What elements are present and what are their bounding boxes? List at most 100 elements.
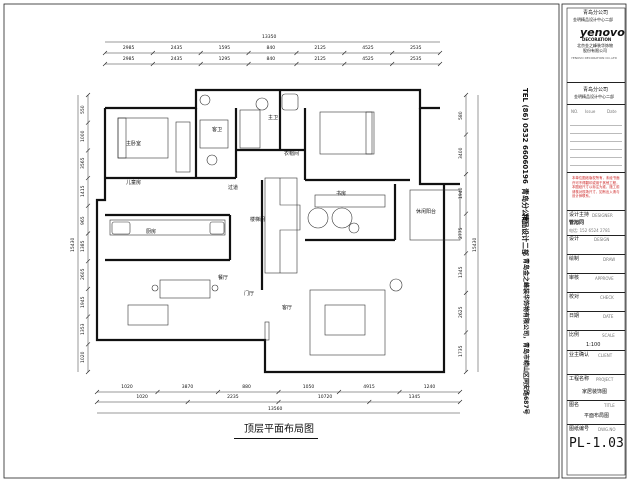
tb-dwg-en: DWG.NO: [598, 427, 616, 432]
room-label-bathroom-a: 客卫: [212, 127, 223, 133]
dimension-tick: [85, 369, 91, 375]
brand-en-line: YENOVO DECORATION CO.,LTD: [571, 56, 617, 60]
dimension-tick: [155, 389, 160, 395]
tb-row-divider: [567, 350, 625, 351]
dim-bottom-row1: 1020: [121, 385, 133, 390]
room-label-stairs: 楼梯间: [250, 217, 266, 223]
brand-cn2: 股份有限公司: [583, 48, 607, 53]
dim-bottom-row2: 10720: [317, 395, 333, 400]
dim-left: 1000: [81, 130, 86, 142]
dimension-tick: [85, 203, 91, 209]
tb-row-divider: [567, 210, 625, 211]
dimension-tick: [463, 290, 469, 296]
dim-top-row2: 2535: [410, 57, 422, 62]
dim-top-row1: 2985: [122, 46, 135, 51]
titleblock-inner: [566, 7, 626, 476]
dim-right: 1940: [459, 187, 464, 199]
dim-bottom-total: 13560: [268, 407, 283, 412]
dimension-tick: [276, 399, 281, 405]
tb-date-label: Date: [607, 109, 617, 114]
dim-bottom-row1: 3870: [181, 385, 194, 390]
dim-top-row1: 1595: [218, 46, 231, 51]
dim-right: 2625: [459, 306, 464, 318]
dim-left: 550: [81, 105, 86, 114]
tb-scale-label: 比例: [569, 332, 580, 338]
room-label-bathroom-b: 主卫: [268, 115, 279, 121]
room-label-living: 客厅: [282, 305, 293, 311]
tb-row-divider: [567, 424, 625, 425]
dimension-tick: [294, 50, 299, 56]
room-label-balcony: 休闲阳台: [416, 209, 437, 215]
dimension-tick: [294, 61, 299, 67]
dimension-tick: [463, 171, 469, 177]
dim-top-row2: 4525: [362, 57, 374, 62]
dimension-tick: [463, 92, 469, 98]
tb-row-divider: [567, 273, 625, 274]
tb-vertical-long: 青岛金之峰装华饰物有限公司，青岛市崂山区同安路687号: [522, 258, 529, 415]
dim-top-row2: 2125: [314, 57, 326, 62]
dimension-tick: [85, 175, 91, 181]
drawing-border: [3, 3, 560, 479]
dimension-tick: [463, 330, 469, 335]
brand-cn: 北京金之峰装华饰物: [577, 43, 613, 48]
tb-designer-label: 设计主持: [569, 212, 590, 218]
dimension-tick: [150, 50, 156, 56]
dimension-tick: [94, 399, 100, 405]
tb-approve-label: 审核: [569, 275, 580, 281]
titleblock-border: [561, 3, 627, 479]
dim-top-row1: 4525: [362, 46, 374, 51]
tb-design-label: 设计: [569, 236, 580, 242]
tb-dwg-value: PL-1.03: [569, 436, 624, 451]
walls-thin: [264, 177, 461, 274]
dim-left: 1020: [81, 351, 86, 364]
room-label-corridor: 过道: [228, 185, 239, 191]
dimension-tick: [276, 389, 281, 395]
tb-no-label: NO.: [571, 109, 579, 114]
dim-bottom-row2: 1020: [136, 395, 148, 400]
tb-row-divider: [567, 374, 625, 375]
dim-left: 1415: [81, 185, 86, 197]
dim-left: 965: [81, 216, 86, 225]
dim-right: 2775: [459, 227, 464, 239]
tb-designer-en: DESIGNER: [592, 213, 613, 218]
tb-approve-en: APPROVE: [595, 276, 614, 281]
dimension-tick: [85, 342, 91, 347]
room-label-children-room: 儿童房: [126, 180, 142, 186]
tb-row-divider: [567, 311, 625, 312]
dimension-tick: [85, 148, 91, 153]
tb-company-small: 青岛分公司: [583, 10, 609, 16]
tb-check-label: 校对: [569, 294, 580, 300]
dim-right: 580: [459, 111, 464, 120]
dim-right: 1735: [459, 345, 464, 358]
tb-revision-table: [570, 118, 622, 166]
brand-sub: DECORATION: [582, 37, 612, 42]
dim-left: 3565: [81, 157, 86, 170]
tb-vertical-dept: 精品设计二部: [521, 214, 529, 256]
dim-top-row1: 2535: [410, 46, 422, 51]
dimension-tick: [463, 369, 469, 375]
dimension-tick: [397, 389, 402, 395]
tb-scale-value: 1:100: [586, 342, 601, 348]
dimension-tick: [102, 50, 108, 56]
dim-bottom-row1: 1240: [423, 385, 436, 390]
drawing-title: 顶层平面布局图: [244, 424, 314, 435]
tb-date2-label: 日期: [569, 313, 580, 319]
tb-designer-name: 管旭同: [569, 220, 585, 226]
tb-sheet-en: TITLE: [604, 403, 615, 408]
tb-draw-en: DRAW: [603, 257, 616, 262]
tb-designer-phone: 电话: 152 6524 2781: [569, 228, 611, 233]
dim-bottom-row2: 2235: [227, 395, 239, 400]
dimension-tick: [463, 211, 469, 216]
dimension-tick: [389, 50, 395, 56]
tb-notice: 本单位图纸版权所有，未经书面许可不得翻印或用于其他工程，本图纸尺寸以标注为准，施…: [572, 176, 620, 199]
tb-company2-sub: 金明精品设计中心二部: [574, 94, 614, 99]
tb-company-sub: 金明精品设计中心二部: [573, 17, 613, 22]
dim-bottom-row1: 880: [242, 385, 251, 390]
dimension-tick: [85, 314, 91, 319]
dim-bottom-row1: 4915: [363, 385, 375, 390]
tb-owner-label: 业主确认: [569, 352, 590, 358]
dimension-tick: [336, 389, 342, 395]
dim-bottom-row2: 1345: [408, 395, 421, 400]
tb-row-divider: [567, 82, 625, 83]
dimension-tick: [85, 286, 91, 292]
